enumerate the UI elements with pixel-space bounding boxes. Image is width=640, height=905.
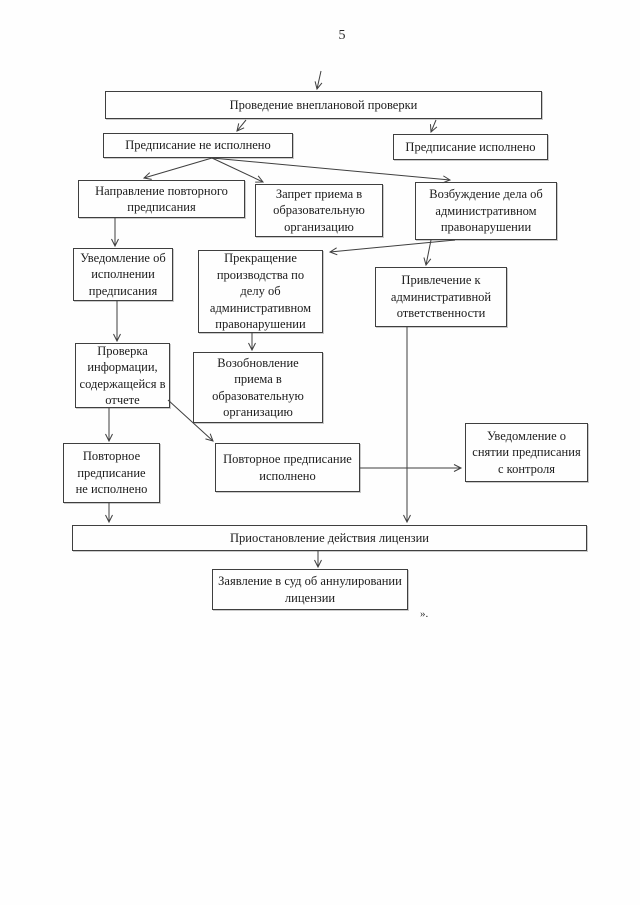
arrow-vozbuzhdenie-to-prekrashchenie	[328, 239, 456, 256]
arrow-ne-ispolneno-to-zapret	[211, 157, 265, 183]
flow-node-zayavlenie: Заявление в суд об аннулировании лицензи…	[212, 569, 408, 610]
flow-node-zapret: Запрет приема в образовательную организа…	[255, 184, 383, 237]
flow-node-privlechenie: Привлечение к административной ответстве…	[375, 267, 507, 327]
flow-node-uvedomlenie-ob-ispolnenii: Уведомление об исполнении предписания	[73, 248, 173, 301]
flow-node-napravlenie: Направление повторного предписания	[78, 180, 245, 218]
arrow-ne-ispolneno-to-vozbuzhdenie	[211, 157, 452, 184]
flow-node-vozobnovlenie: Возобновление приема в образовательную о…	[193, 352, 323, 423]
closing-quote-mark: ».	[420, 608, 429, 620]
flow-node-povtornoe-ispolneno: Повторное предписание исполнено	[215, 443, 360, 492]
flow-node-povtornoe-ne-ispolneno: Повторное предписание не исполнено	[63, 443, 160, 503]
flow-node-vozbuzhdenie: Возбуждение дела об административном пра…	[415, 182, 557, 240]
arrow-provedenie-to-ne-ispolneno	[236, 119, 247, 132]
flow-node-ispolneno: Предписание исполнено	[393, 134, 548, 160]
arrow-entry-to-provedenie	[314, 70, 323, 91]
flow-node-provedenie: Проведение внеплановой проверки	[105, 91, 542, 119]
arrow-provedenie-to-ispolneno	[429, 119, 438, 134]
flow-node-prekrashchenie: Прекращение производства по делу об адми…	[198, 250, 323, 333]
flow-node-ne-ispolneno: Предписание не исполнено	[103, 133, 293, 158]
flow-node-proverka: Проверка информации, содержащейся в отче…	[75, 343, 170, 408]
flow-node-priostanovlenie: Приостановление действия лицензии	[72, 525, 587, 551]
arrow-vozbuzhdenie-to-privlechenie	[423, 239, 432, 267]
flow-node-uvedomlenie-o-snyatii: Уведомление о снятии предписания с контр…	[465, 423, 588, 482]
page-number: 5	[338, 28, 346, 43]
arrow-ne-ispolneno-to-napravlenie	[142, 157, 213, 180]
